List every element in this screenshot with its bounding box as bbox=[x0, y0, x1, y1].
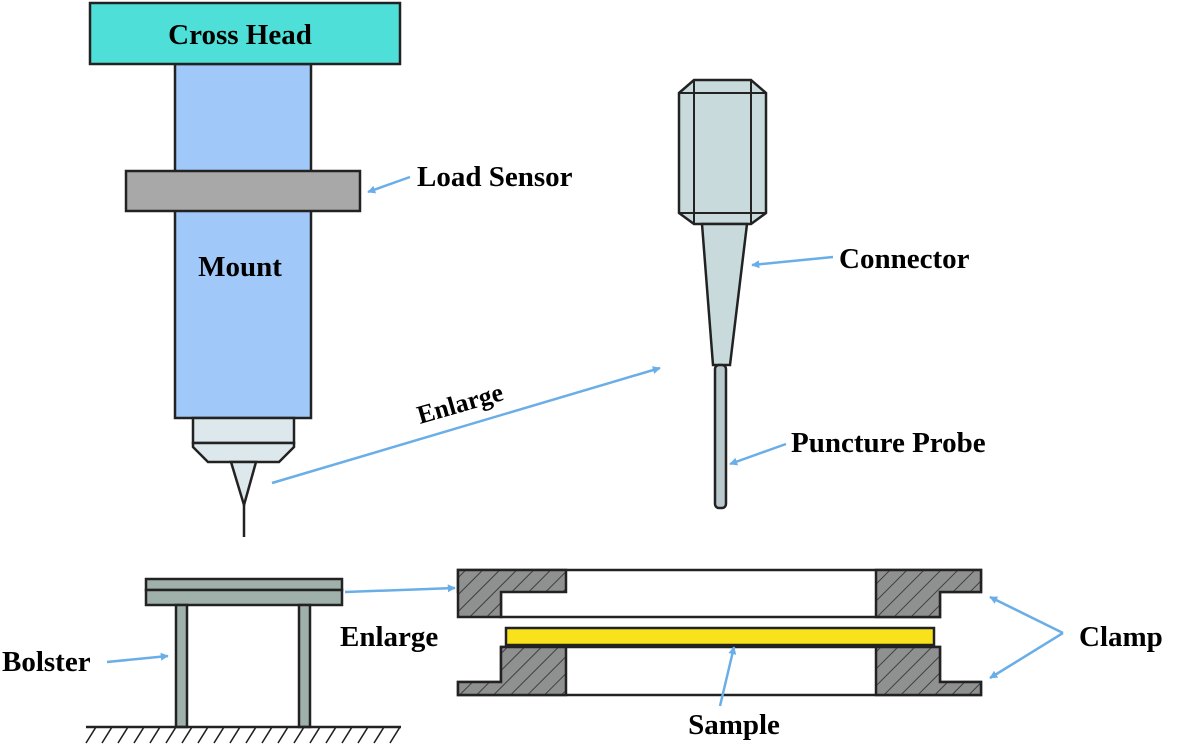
clamp-lower-arrow bbox=[989, 631, 1064, 680]
callout-arrows bbox=[106, 175, 1064, 707]
enlarge-top-arrow bbox=[271, 366, 661, 485]
labels: Cross Head Load Sensor Mount Enlarge Con… bbox=[2, 19, 1163, 741]
top-clamp-left-hatch bbox=[456, 568, 568, 619]
enlarge-bottom-arrow bbox=[344, 584, 456, 594]
probe-body bbox=[677, 78, 768, 226]
enlarge-bottom-label: Enlarge bbox=[340, 621, 438, 653]
bolster bbox=[85, 577, 401, 744]
testing-machine bbox=[88, 1, 402, 537]
puncture-probe-rod bbox=[713, 363, 728, 510]
sample-arrow bbox=[718, 646, 737, 707]
load-sensor-arrow bbox=[367, 175, 411, 194]
connector-taper bbox=[700, 222, 749, 367]
ground-hatching bbox=[85, 726, 401, 744]
cross-head-label: Cross Head bbox=[168, 19, 312, 51]
sample-label: Sample bbox=[688, 709, 780, 741]
bolster-plate-top bbox=[144, 577, 344, 592]
bottom-clamp-right-hatch bbox=[874, 645, 983, 697]
clamp-upper-arrow bbox=[989, 595, 1064, 635]
mount-label: Mount bbox=[198, 251, 282, 283]
sample bbox=[504, 626, 936, 647]
bolster-leg-right bbox=[297, 603, 312, 729]
bolster-plate-bottom bbox=[144, 588, 344, 607]
bolster-label: Bolster bbox=[2, 646, 91, 678]
puncture-probe-label: Puncture Probe bbox=[791, 427, 986, 459]
bolster-arrow bbox=[106, 652, 169, 664]
clamp-assembly bbox=[456, 568, 983, 697]
tip-cone bbox=[229, 460, 258, 510]
cross-head bbox=[88, 1, 402, 66]
tip-adapter-lower bbox=[191, 441, 296, 464]
top-clamp-right-hatch bbox=[874, 568, 983, 619]
bottom-clamp-left-hatch bbox=[456, 645, 568, 697]
connector-arrow bbox=[751, 255, 834, 269]
mount-column bbox=[173, 62, 313, 420]
puncture-probe-arrow bbox=[729, 442, 787, 466]
clamp-label: Clamp bbox=[1079, 621, 1163, 653]
bolster-leg-left bbox=[174, 603, 189, 729]
load-sensor-label: Load Sensor bbox=[417, 161, 573, 193]
enlarged-probe bbox=[677, 78, 768, 510]
probe-body-facets bbox=[679, 80, 766, 224]
tip-adapter-upper bbox=[191, 416, 296, 445]
load-sensor bbox=[124, 169, 362, 213]
enlarge-top-label: Enlarge bbox=[414, 378, 507, 430]
connector-label: Connector bbox=[839, 243, 970, 275]
